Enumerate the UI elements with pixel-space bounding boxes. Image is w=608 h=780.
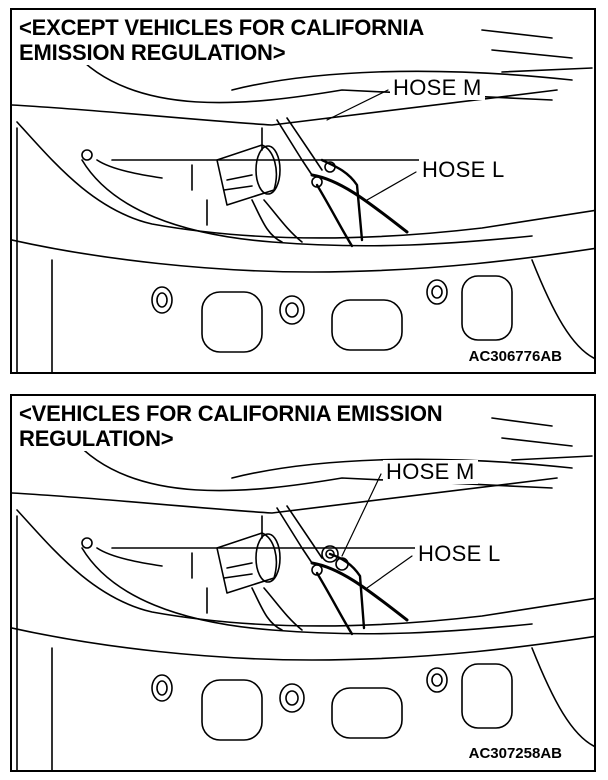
panel-heading-line-1: <EXCEPT VEHICLES FOR CALIFORNIA <box>19 15 425 40</box>
figure-id: AC306776AB <box>466 348 564 365</box>
figure-id: AC307258AB <box>466 745 564 762</box>
hose-m-callout: HOSE M <box>390 76 485 100</box>
hose-m-callout: HOSE M <box>383 460 478 484</box>
hose-l-callout: HOSE L <box>419 158 508 182</box>
panel-heading-line-2: REGULATION> <box>19 426 174 451</box>
chassis-illustration <box>12 417 594 770</box>
panel-heading-line-2: EMISSION REGULATION> <box>19 40 286 65</box>
panel-heading-line-1: <VEHICLES FOR CALIFORNIA EMISSION <box>19 401 443 426</box>
hose-l-callout: HOSE L <box>415 542 504 566</box>
chassis-illustration <box>12 29 594 372</box>
